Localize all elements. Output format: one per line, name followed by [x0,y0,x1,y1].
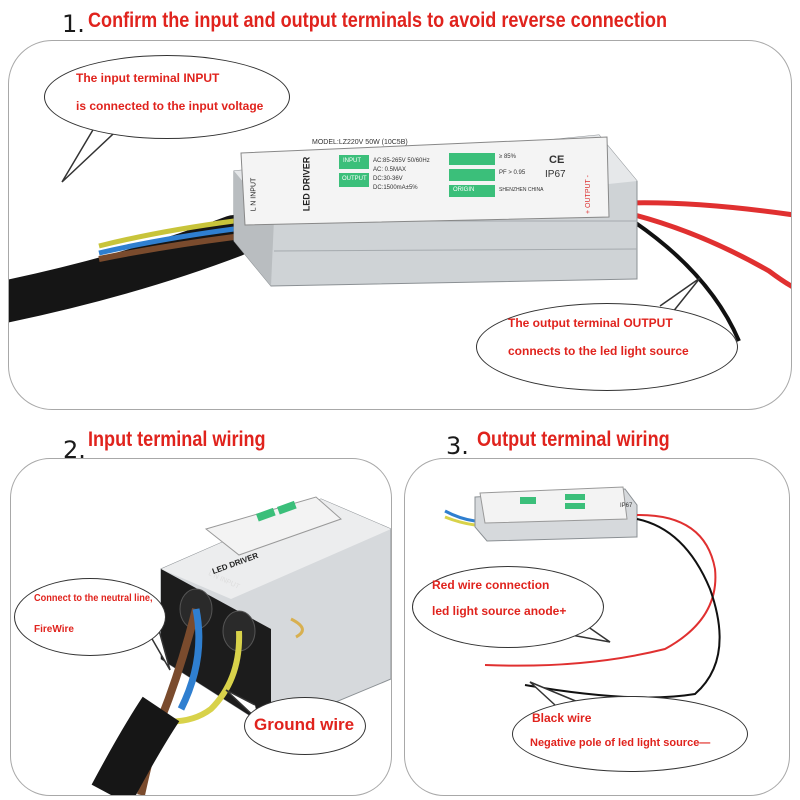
ip-rating: IP67 [545,169,566,180]
input-side-label: L N INPUT [250,177,258,212]
input-spec: AC:85-265V 50/60Hz [373,158,430,164]
step-1-title: Confirm the input and output terminals t… [88,9,667,32]
made-in: SHENZHEN CHINA [499,187,544,193]
driver-photo-overview [9,134,791,342]
driver-photo-input [91,496,391,795]
callout-output-terminal [476,303,738,391]
ce-mark: CE [549,154,565,166]
input-current: AC: 0.5MAX [373,167,407,173]
output-side-label: + OUTPUT - [584,175,592,214]
origin-tag: ORIGIN [453,187,475,193]
ground-note: Ground wire [254,715,355,734]
output-current: DC:1500mA±5% [373,185,418,191]
output-note-line-1: The output terminal OUTPUT [508,316,673,330]
driver-photo-output [444,486,721,699]
efficiency: ≥ 85% [499,154,516,160]
brand-label: LED DRIVER [301,156,312,212]
step-3-title: Output terminal wiring [477,428,670,451]
red-note-line-2: led light source anode+ [432,604,567,618]
input-tag: INPUT [343,158,361,164]
black-note-line-2: Negative pole of led light source— [530,737,711,749]
step-3-number: 3. [446,432,469,460]
callout-ground-wire [244,697,366,755]
callout-red-wire [412,566,604,648]
input-note-line-2: is connected to the input voltage [76,99,264,113]
step-2-title: Input terminal wiring [88,428,266,451]
output-tag: OUTPUT [342,176,367,182]
output-spec: DC:30-36V [373,176,403,182]
driver-model: MODEL:LZ220V 50W (10C5B) [312,139,408,146]
step-2-number: 2. [63,436,86,464]
callout-black-wire [512,696,748,772]
step-1-number: 1. [62,10,85,38]
power-factor: PF > 0.95 [499,170,526,176]
ip-rating-3: IP67 [620,503,633,509]
callout-input-terminal [44,55,290,139]
red-note-line-1: Red wire connection [432,578,550,592]
callout-neutral-line [14,578,166,656]
neutral-note-line-2: FireWire [34,624,74,635]
black-note-line-1: Black wire [532,711,592,725]
output-note-line-2: connects to the led light source [508,344,689,358]
neutral-note-line-1: Connect to the neutral line, [34,593,153,604]
input-note-line-1: The input terminal INPUT [76,71,220,85]
